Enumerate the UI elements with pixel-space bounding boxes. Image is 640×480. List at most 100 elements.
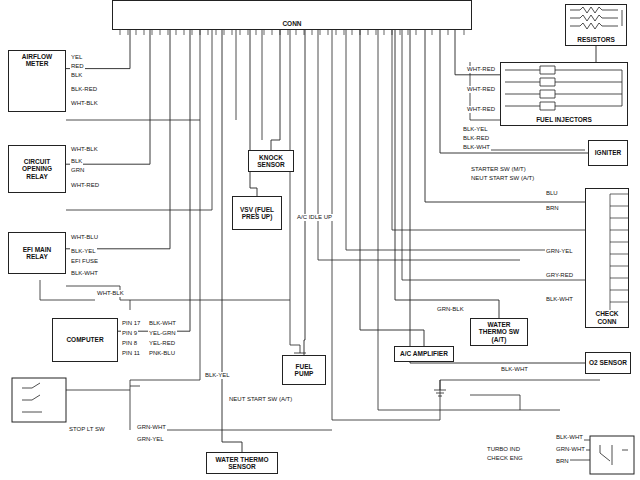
component-name: FUEL INJECTORS — [535, 116, 593, 123]
wire-label: BRN — [555, 458, 570, 465]
wire-label: YEL-RED — [148, 340, 176, 347]
component-name: AIRFLOW METER — [11, 53, 63, 68]
component-name: CIRCUIT OPENING RELAY — [11, 158, 63, 180]
wire-label: BRN — [545, 205, 560, 212]
component-box: EFI MAIN RELAY — [8, 232, 66, 274]
wire-label: WHT-BLK — [70, 100, 99, 107]
component-name: CONN — [281, 20, 302, 27]
check-connector-pins — [610, 194, 628, 310]
component-name: KNOCK SENSOR — [251, 154, 291, 169]
wire-label: BLK-WHT — [70, 270, 99, 277]
component-box: FUEL INJECTORS — [500, 62, 628, 126]
wire-label: WHT-RED — [466, 86, 496, 93]
resistor-symbols — [570, 7, 622, 29]
wire-label: WHT-BLU — [70, 234, 99, 241]
wire-label: WHT-RED — [70, 182, 100, 189]
wire-label: GRY-RED — [545, 272, 574, 279]
component-box: FUEL PUMP — [282, 355, 326, 385]
component-box: VSV (FUEL PRES UP) — [232, 196, 282, 230]
wire-label: NEUT START SW (A/T) — [470, 175, 535, 182]
wire-label: WHT-BLK — [70, 146, 99, 153]
component-name: CHECK CONN — [588, 310, 626, 325]
component-name: FUEL PUMP — [285, 363, 323, 378]
wire-connector — [304, 30, 305, 355]
component-name: COMPUTER — [65, 336, 104, 343]
wire-label: GRN — [70, 167, 85, 174]
wire-label: WHT-BLK — [96, 290, 125, 297]
component-box: CHECK CONN — [585, 188, 629, 328]
wire-label: A/C IDLE UP — [296, 214, 333, 221]
wire-connector — [455, 30, 500, 75]
component-box: KNOCK SENSOR — [248, 150, 294, 172]
wire-label: BLK — [70, 72, 83, 79]
wire-label: PNK-BLU — [148, 350, 176, 357]
wire-label: GRN-WHT — [136, 424, 167, 431]
component-box: CIRCUIT OPENING RELAY — [8, 145, 66, 193]
wire-label: BLK-WHT — [462, 144, 491, 151]
wire-connector — [440, 30, 588, 153]
wire-label: BLU — [545, 190, 559, 197]
component-name: VSV (FUEL PRES UP) — [235, 206, 279, 221]
component-box: IGNITER — [588, 140, 628, 166]
component-box: O2 SENSOR — [585, 352, 631, 374]
switch-box — [12, 378, 66, 422]
wire-label: GRN-WHT — [555, 446, 586, 453]
wire-label: STOP LT SW — [68, 426, 106, 433]
component-name: EFI MAIN RELAY — [11, 246, 63, 261]
wire-label: PIN 8 — [121, 340, 138, 347]
wire-label: BLK-WHT — [148, 320, 177, 327]
wire-label: YEL-GRN — [148, 330, 177, 337]
wire-connector — [360, 30, 424, 346]
wire-label: WHT-RED — [466, 66, 496, 73]
wire-label: BLK-YEL — [204, 372, 231, 379]
wire-connector — [410, 30, 585, 363]
wire-label: NEUT START SW (A/T) — [228, 396, 293, 403]
wire-connector — [271, 30, 280, 150]
wire-label: EFI FUSE — [70, 258, 99, 265]
wire-label: BLK-WHT — [555, 434, 584, 441]
wire-label: BLK-YEL — [70, 248, 97, 255]
component-box: CONN — [112, 0, 472, 30]
component-name: RESISTORS — [576, 36, 615, 43]
wire-label: GRN-YEL — [136, 436, 165, 443]
component-box: RESISTORS — [565, 4, 627, 46]
wire-label: YEL — [70, 54, 83, 61]
wire-label: PIN 11 — [121, 350, 141, 357]
component-box: COMPUTER — [52, 318, 118, 362]
component-box: A/C AMPLIFIER — [394, 346, 454, 362]
wire-label: BLK — [70, 158, 83, 165]
wire-label: GRN-YEL — [545, 248, 574, 255]
component-box: AIRFLOW METER — [8, 50, 66, 112]
wire-label: BLK-RED — [70, 86, 98, 93]
component-name: O2 SENSOR — [588, 359, 628, 366]
wire-connector — [118, 30, 190, 331]
component-box: WATER THERMO SENSOR — [206, 452, 278, 474]
component-name: WATER THERMO SW (A/T) — [473, 321, 525, 343]
wire-label: PIN 17 — [121, 320, 141, 327]
wire-connector — [395, 30, 499, 318]
switch-symbol — [22, 383, 130, 412]
wire-connector — [66, 30, 130, 69]
wire-label: BLK-RED — [462, 135, 490, 142]
wire-label: CHECK ENG — [486, 455, 524, 462]
wire-connector — [222, 30, 242, 452]
relay-box — [590, 436, 634, 474]
wire-connector — [66, 30, 170, 249]
wire-label: TURBO IND — [486, 446, 521, 453]
wire-label: STARTER SW (M/T) — [470, 166, 527, 173]
wire-label: BLK-WHT — [500, 366, 529, 373]
wire-label: WHT-RED — [466, 106, 496, 113]
wire-connector — [596, 46, 597, 62]
component-name: IGNITER — [594, 149, 622, 156]
relay-switch-symbol — [600, 445, 628, 465]
component-name: WATER THERMO SENSOR — [209, 456, 275, 471]
wire-label: RED — [70, 63, 85, 70]
injector-symbols — [505, 66, 622, 110]
wire-label: BLK-YEL — [462, 126, 489, 133]
component-box: WATER THERMO SW (A/T) — [470, 318, 528, 346]
wire-bundle — [40, 30, 600, 460]
connector-pins — [120, 30, 464, 35]
wire-connector — [66, 30, 150, 164]
component-name: A/C AMPLIFIER — [399, 350, 449, 357]
